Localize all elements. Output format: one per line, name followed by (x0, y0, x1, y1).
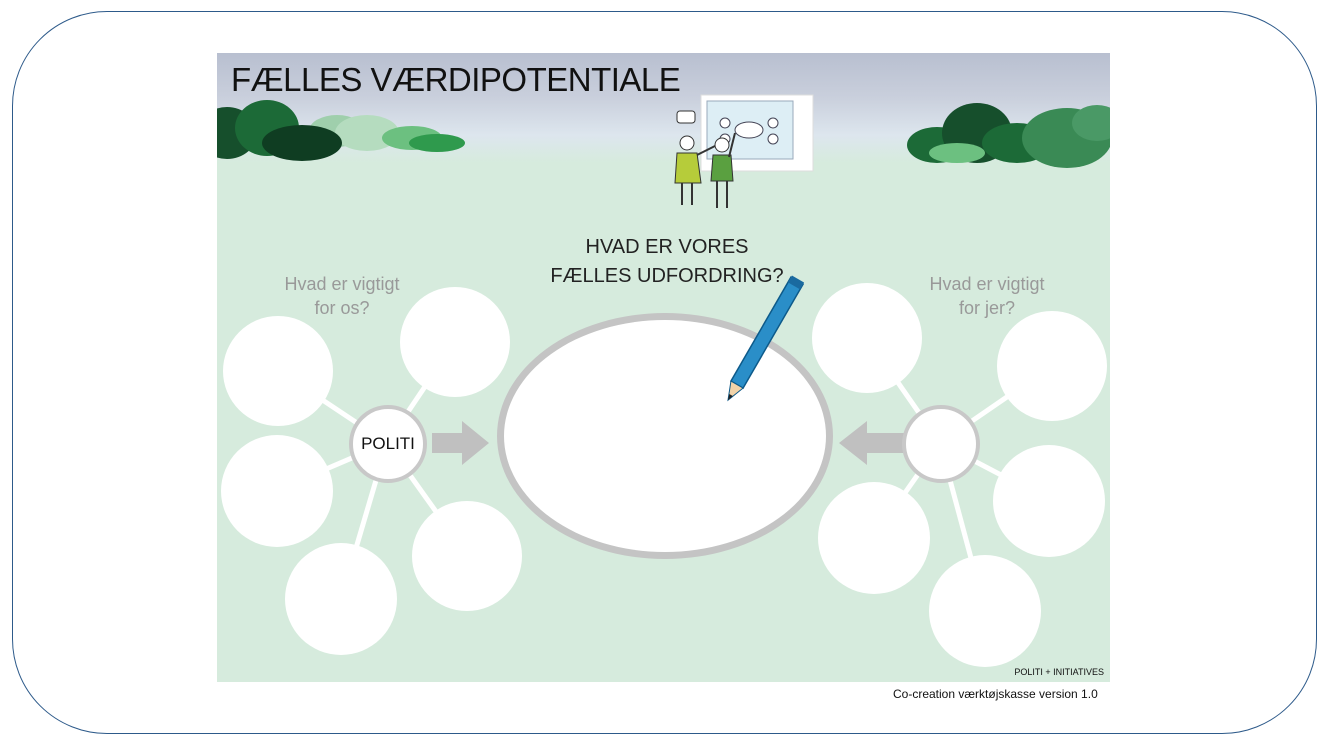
right-question: Hvad er vigtigt for jer? (907, 272, 1067, 320)
center-question-line1: HVAD ER VORES (585, 236, 749, 258)
left-question: Hvad er vigtigt for os? (262, 272, 422, 320)
left-value-circle-4[interactable] (285, 543, 397, 655)
left-hub-label: POLITI (361, 434, 415, 453)
right-value-circle-5[interactable] (929, 555, 1041, 667)
bush-illustration-left (217, 100, 465, 161)
left-question-line1: Hvad er vigtigt (284, 274, 400, 294)
outer-frame (12, 11, 1317, 734)
left-question-line2: for os? (314, 298, 370, 318)
right-hub-circle[interactable] (902, 405, 980, 483)
right-value-circle-3[interactable] (993, 445, 1105, 557)
poster: FÆLLES VÆRDIPOTENTIALE Hvad er vigtigt f… (217, 53, 1110, 682)
version-text: Co-creation værktøjskasse version 1.0 (893, 687, 1098, 701)
center-challenge-oval[interactable] (497, 313, 833, 559)
right-value-circle-2[interactable] (997, 311, 1107, 421)
right-value-circle-1[interactable] (812, 283, 922, 393)
page-title: FÆLLES VÆRDIPOTENTIALE (231, 61, 681, 98)
right-value-circle-4[interactable] (818, 482, 930, 594)
center-question-line2: FÆLLES UDFORDRING? (550, 265, 784, 287)
left-value-circle-5[interactable] (412, 501, 522, 611)
arrow-left-icon (839, 421, 905, 465)
left-value-circle-1[interactable] (223, 316, 333, 426)
left-value-circle-2[interactable] (400, 287, 510, 397)
center-question: HVAD ER VORES FÆLLES UDFORDRING? (517, 233, 817, 291)
footer-brand: POLITI + INITIATIVES (1014, 667, 1104, 677)
right-question-line2: for jer? (958, 298, 1016, 318)
left-hub-circle[interactable]: POLITI (349, 405, 427, 483)
left-value-circle-3[interactable] (221, 435, 333, 547)
right-question-line1: Hvad er vigtigt (929, 274, 1045, 294)
bush-illustration-right (907, 103, 1110, 168)
people-at-board-illustration (674, 94, 814, 208)
arrow-right-icon (432, 421, 489, 465)
poster-graphics (217, 94, 1110, 611)
